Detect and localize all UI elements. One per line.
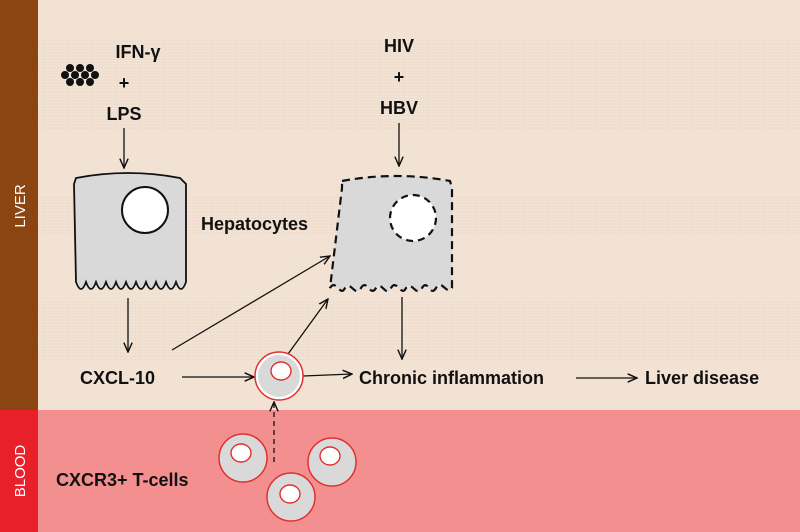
liver-texture-band [38,300,800,360]
hepatocyte-healthy [73,172,187,290]
hepatocytes-label: Hepatocytes [201,214,308,234]
tcell-in-liver [254,351,304,401]
damaged-nucleus-icon [388,193,438,243]
liver-disease-label: Liver disease [645,368,759,388]
liver-side-band [0,0,38,410]
stimulus-left-line2: + [119,73,130,93]
nucleus-icon [121,186,169,234]
arrow-tcell-to-damaged [287,299,328,355]
tcell-blood-3 [266,472,316,522]
stimulus-right-line2: + [394,67,405,87]
blood-side-band [0,410,38,532]
arrow-cxcl10-to-damaged [171,256,330,351]
cytokine-dots-icon [61,64,99,86]
liver-label: LIVER [12,184,29,228]
tcell-blood-2 [307,437,357,487]
stimulus-left-line1: IFN-γ [116,42,161,62]
blood-region-bg [0,410,800,532]
stimulus-left-line3: LPS [106,104,141,124]
arrow-tcell-to-inflammation [302,374,352,376]
tcells-label: CXCR3+ T-cells [56,470,189,490]
chronic-inflammation-label: Chronic inflammation [359,368,544,388]
stimulus-right-line3: HBV [380,98,418,118]
hepatocyte-damaged [328,174,454,293]
liver-texture-band [38,40,800,130]
cxcl10-label: CXCL-10 [80,368,155,388]
stimulus-right-line1: HIV [384,36,414,56]
blood-label: BLOOD [12,445,29,498]
tcell-blood-1 [218,433,268,483]
